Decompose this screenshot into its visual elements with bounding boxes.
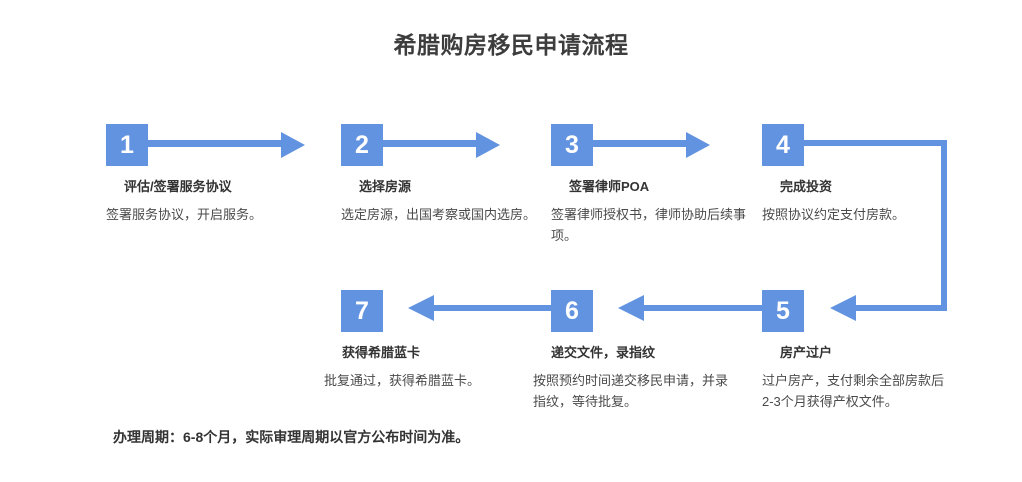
step-title-5: 房产过户 <box>780 345 833 360</box>
step-text-6: 递交文件，录指纹 按照预约时间递交移民申请，并录指纹，等待批复。 <box>533 342 737 412</box>
step-title-1: 评估/签署服务协议 <box>124 179 232 194</box>
step-badge-6[interactable]: 6 <box>551 290 593 332</box>
step-desc-7: 批复通过，获得希腊蓝卡。 <box>324 373 481 388</box>
step-desc-4: 按照协议约定支付房款。 <box>762 207 906 222</box>
step-text-5: 房产过户 过户房产，支付剩余全部房款后2-3个月获得产权文件。 <box>762 342 948 412</box>
step-text-1: 评估/签署服务协议 签署服务协议，开启服务。 <box>106 176 321 225</box>
step-desc-3: 签署律师授权书，律师协助后续事项。 <box>551 207 747 243</box>
step-text-2: 选择房源 选定房源，出国考察或国内选房。 <box>341 176 541 225</box>
step-title-3: 签署律师POA <box>569 179 650 194</box>
footer-note: 办理周期：6-8个月，实际审理周期以官方公布时间为准。 <box>113 429 470 445</box>
arrow-step1-to-step2 <box>148 132 305 158</box>
step-text-4: 完成投资 按照协议约定支付房款。 <box>762 176 958 225</box>
step-title-2: 选择房源 <box>359 179 412 194</box>
step-badge-3[interactable]: 3 <box>551 124 593 166</box>
step-title-4: 完成投资 <box>780 179 833 194</box>
step-badge-4[interactable]: 4 <box>762 124 804 166</box>
step-text-3: 签署律师POA 签署律师授权书，律师协助后续事项。 <box>551 176 747 246</box>
flowchart-title: 希腊购房移民申请流程 <box>393 32 629 58</box>
step-desc-6: 按照预约时间递交移民申请，并录指纹，等待批复。 <box>533 373 729 409</box>
step-desc-1: 签署服务协议，开启服务。 <box>106 207 263 222</box>
step-title-7: 获得希腊蓝卡 <box>342 345 421 360</box>
step-text-7: 获得希腊蓝卡 批复通过，获得希腊蓝卡。 <box>324 342 520 391</box>
step-title-6: 递交文件，录指纹 <box>551 345 656 360</box>
arrow-step6-to-step7 <box>408 295 551 321</box>
step-badge-2[interactable]: 2 <box>341 124 383 166</box>
step-badge-7[interactable]: 7 <box>341 290 383 332</box>
step-badge-1[interactable]: 1 <box>106 124 148 166</box>
arrow-step2-to-step3 <box>383 132 500 158</box>
step-desc-5: 过户房产，支付剩余全部房款后2-3个月获得产权文件。 <box>762 373 945 409</box>
step-desc-2: 选定房源，出国考察或国内选房。 <box>341 207 537 222</box>
step-badge-5[interactable]: 5 <box>762 290 804 332</box>
arrow-step3-to-step4 <box>593 132 710 158</box>
arrow-step4-to-step5 <box>804 140 947 321</box>
arrow-step5-to-step6 <box>618 295 762 321</box>
